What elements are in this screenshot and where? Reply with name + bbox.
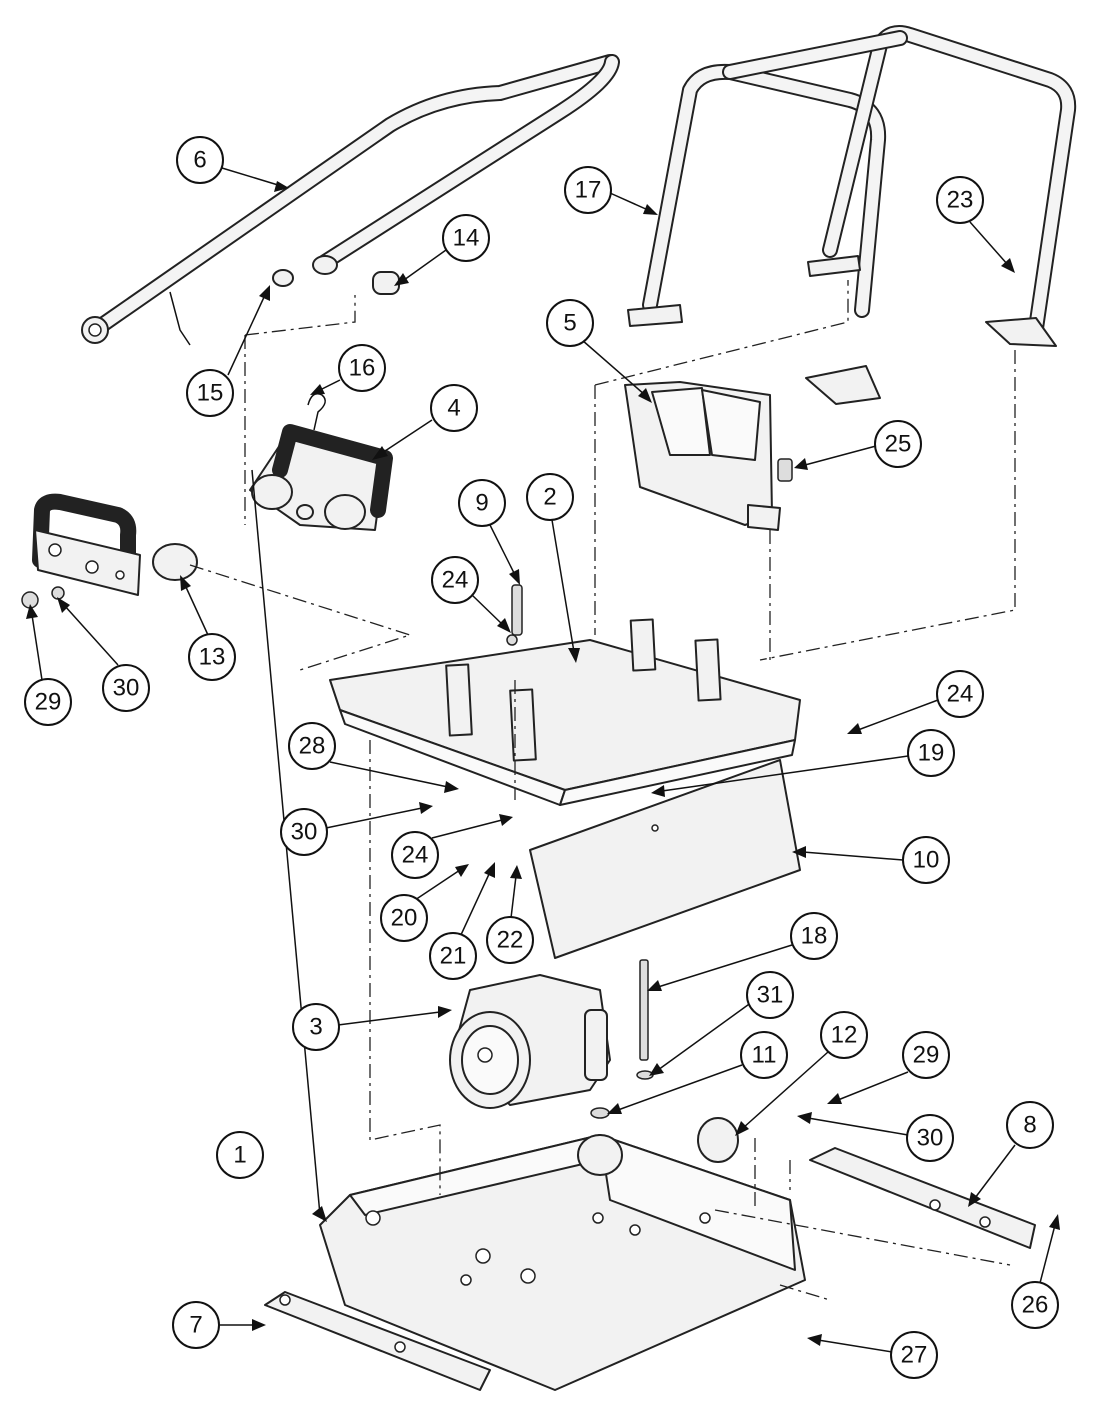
callout-25: 25: [794, 420, 922, 470]
callout-28: 28: [288, 722, 459, 793]
callout-17: 17: [564, 166, 658, 215]
callout-11-label: 11: [752, 1042, 777, 1069]
callout-4: 4: [372, 384, 478, 460]
callout-24-top-label: 24: [442, 567, 469, 594]
callout-22-label: 22: [497, 927, 524, 954]
roll-cage-part: [627, 25, 1077, 405]
callout-24-top: 24: [431, 556, 511, 633]
callout-6-label: 6: [193, 147, 206, 174]
callout-29-right-label: 29: [913, 1042, 940, 1069]
callout-30-mid: 30: [280, 802, 433, 856]
callout-23: 23: [936, 176, 1015, 273]
callout-27-label: 27: [901, 1342, 928, 1369]
callout-11: 11: [607, 1031, 788, 1114]
tow-bar-part: [81, 54, 620, 346]
callout-20-label: 20: [391, 905, 418, 932]
callout-24-right-label: 24: [947, 681, 974, 708]
callout-21-label: 21: [440, 943, 467, 970]
callout-29-right: 29: [827, 1031, 950, 1104]
callout-19: 19: [651, 729, 955, 797]
callout-8-label: 8: [1023, 1112, 1036, 1139]
callout-31-label: 31: [757, 982, 784, 1009]
callout-25-label: 25: [885, 431, 912, 458]
callout-3: 3: [292, 1003, 452, 1051]
top-plate-part: [329, 584, 801, 806]
callout-22: 22: [486, 865, 534, 964]
callout-5-label: 5: [563, 310, 576, 337]
callout-30-right-label: 30: [917, 1125, 944, 1152]
assembly-lines: [189, 280, 1016, 1301]
callout-10-label: 10: [913, 847, 940, 874]
callout-30-mid-label: 30: [291, 819, 318, 846]
callout-29-left: 29: [24, 604, 72, 726]
callout-18-label: 18: [801, 923, 828, 950]
callout-13: 13: [180, 575, 236, 681]
rubber-mount-part: [697, 1117, 739, 1163]
callout-30-right: 30: [797, 1112, 954, 1162]
callout-19-label: 19: [918, 740, 945, 767]
callout-3-label: 3: [309, 1014, 322, 1041]
callout-12: 12: [735, 1011, 868, 1136]
left-skid-part: [264, 1291, 491, 1391]
callout-24-mid-label: 24: [402, 842, 429, 869]
callout-27: 27: [807, 1331, 938, 1379]
callout-30-left-label: 30: [113, 675, 140, 702]
callout-7-label: 7: [189, 1312, 202, 1339]
callout-8: 8: [968, 1101, 1054, 1207]
belt-guard-part: [624, 381, 793, 531]
callout-12-label: 12: [831, 1022, 858, 1049]
callout-1-label: 1: [233, 1142, 246, 1169]
callout-26: 26: [1011, 1214, 1060, 1329]
callout-21: 21: [429, 862, 495, 980]
callout-29-left-label: 29: [35, 689, 62, 716]
callout-2-label: 2: [543, 484, 556, 511]
cover-plate-part: [529, 759, 801, 959]
callout-16-label: 16: [349, 355, 376, 382]
callout-18: 18: [647, 912, 838, 991]
left-handle-bracket-part: [21, 493, 198, 609]
callout-7: 7: [172, 1301, 266, 1349]
callout-23-label: 23: [947, 187, 974, 214]
callout-31: 31: [649, 971, 794, 1076]
callout-14: 14: [394, 214, 490, 286]
exciter-unit-part: [449, 959, 654, 1119]
callout-13-label: 13: [199, 644, 226, 671]
callout-2: 2: [526, 473, 580, 663]
right-skid-part: [809, 1147, 1036, 1249]
callout-16: 16: [310, 344, 386, 395]
callout-15: 15: [186, 285, 270, 417]
callout-10: 10: [792, 836, 950, 884]
callout-9-label: 9: [475, 490, 488, 517]
base-plate-part: [319, 1134, 806, 1391]
callout-20: 20: [380, 864, 469, 942]
callout-30-left: 30: [57, 597, 150, 712]
callout-17-label: 17: [575, 177, 602, 204]
callout-4-label: 4: [447, 395, 460, 422]
callout-15-label: 15: [197, 380, 224, 407]
callout-14-label: 14: [453, 225, 480, 252]
callout-28-label: 28: [299, 733, 326, 760]
callout-6: 6: [176, 136, 289, 192]
callout-9: 9: [458, 479, 520, 585]
handle-bracket-part: [249, 393, 393, 531]
callout-5: 5: [546, 299, 652, 403]
callout-26-label: 26: [1022, 1292, 1049, 1319]
callout-24-right: 24: [847, 670, 984, 734]
callout-24-mid: 24: [391, 814, 513, 879]
